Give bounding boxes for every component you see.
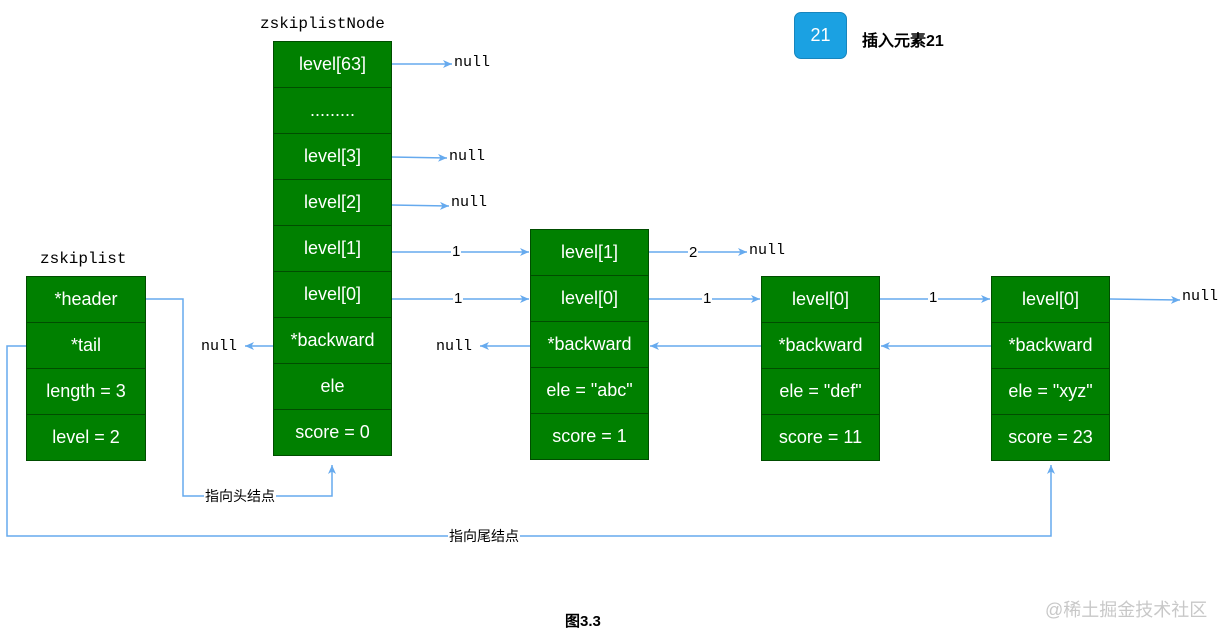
abc-level-0: level[0] [530,275,649,322]
span-label-abc-l0: 1 [702,290,713,307]
zskiplist-length-cell: length = 3 [26,368,146,415]
null-label-header-backward: null [201,338,238,355]
header-score: score = 0 [273,409,392,456]
span-label-abc-l1: 2 [688,244,699,261]
header-level-0: level[0] [273,271,392,318]
zskiplist-level-cell: level = 2 [26,414,146,461]
zskiplist-tail-cell: *tail [26,322,146,369]
null-label-l63: null [454,54,491,71]
node-def: level[0] *backward ele = "def" score = 1… [761,276,880,461]
insert-element-caption: 插入元素21 [862,33,944,50]
def-score: score = 11 [761,414,880,461]
header-level-ellipsis: ......... [273,87,392,134]
edge-l2-null [390,201,450,210]
null-label-l3: null [449,148,486,165]
null-label-abc-l1: null [749,242,786,259]
zskiplist-header-cell: *header [26,276,146,323]
edge-l3-null [390,153,448,162]
def-level-0: level[0] [761,276,880,323]
abc-score: score = 1 [530,413,649,460]
header-level-1: level[1] [273,225,392,272]
zskiplist-title: zskiplist [40,250,127,268]
abc-ele: ele = "abc" [530,367,649,414]
xyz-level-0: level[0] [991,276,1110,323]
node-xyz: level[0] *backward ele = "xyz" score = 2… [991,276,1110,461]
abc-level-1: level[1] [530,229,649,276]
xyz-backward: *backward [991,322,1110,369]
header-level-3: level[3] [273,133,392,180]
figure-caption: 图3.3 [565,613,601,630]
header-level-63: level[63] [273,41,392,88]
header-level-2: level[2] [273,179,392,226]
xyz-score: score = 23 [991,414,1110,461]
zskiplistnode-title: zskiplistNode [260,15,385,33]
def-backward: *backward [761,322,880,369]
node-abc: level[1] level[0] *backward ele = "abc" … [530,229,649,460]
def-ele: ele = "def" [761,368,880,415]
header-node: level[63] ......... level[3] level[2] le… [273,41,392,456]
edge-label-to-tail: 指向尾结点 [448,528,520,544]
null-label-abc-backward: null [436,338,473,355]
null-label-l2: null [451,194,488,211]
watermark: @稀土掘金技术社区 [1045,600,1208,620]
xyz-ele: ele = "xyz" [991,368,1110,415]
header-ele: ele [273,363,392,410]
span-label-def-l0: 1 [928,289,939,306]
span-label-header-l1: 1 [451,243,462,260]
header-backward: *backward [273,317,392,364]
zskiplist-struct: *header *tail length = 3 level = 2 [26,276,146,461]
edge-xyz-l0-null [1109,295,1181,304]
edge-tail-pointer [6,345,1055,537]
insert-element-badge: 21 [794,12,847,59]
null-label-xyz-l0: null [1182,288,1219,305]
edge-header-pointer [145,298,336,497]
edge-label-to-head: 指向头结点 [204,488,276,504]
span-label-header-l0: 1 [453,290,464,307]
abc-backward: *backward [530,321,649,368]
